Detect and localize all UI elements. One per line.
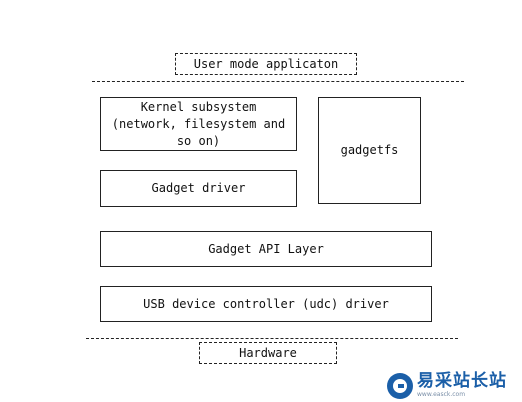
kernel-subsystem-box: Kernel subsystem (network, filesystem an… [100,97,297,151]
site-watermark: 易采站长站 www.easck.com [387,369,522,402]
gadget-driver-label: Gadget driver [151,181,246,195]
kernel-hardware-boundary-line [86,338,458,339]
gadget-api-layer-label: Gadget API Layer [208,241,324,256]
udc-driver-box: USB device controller (udc) driver [100,286,432,322]
user-mode-application-label: User mode applicaton [193,57,339,71]
hardware-label: Hardware [239,346,297,360]
hardware-box: Hardware [199,342,337,364]
gadgetfs-label: gadgetfs [340,143,399,157]
gadget-driver-box: Gadget driver [100,170,297,207]
gadget-api-layer-box: Gadget API Layer [100,231,432,267]
watermark-subtitle: www.easck.com [417,391,466,398]
site-logo-icon [387,372,413,399]
user-kernel-boundary-line [92,81,464,82]
watermark-title: 易采站长站 [417,371,507,391]
kernel-subsystem-label: Kernel subsystem (network, filesystem an… [111,99,286,148]
user-mode-application-box: User mode applicaton [175,53,357,75]
udc-driver-label: USB device controller (udc) driver [143,296,389,311]
gadgetfs-box: gadgetfs [318,97,421,204]
